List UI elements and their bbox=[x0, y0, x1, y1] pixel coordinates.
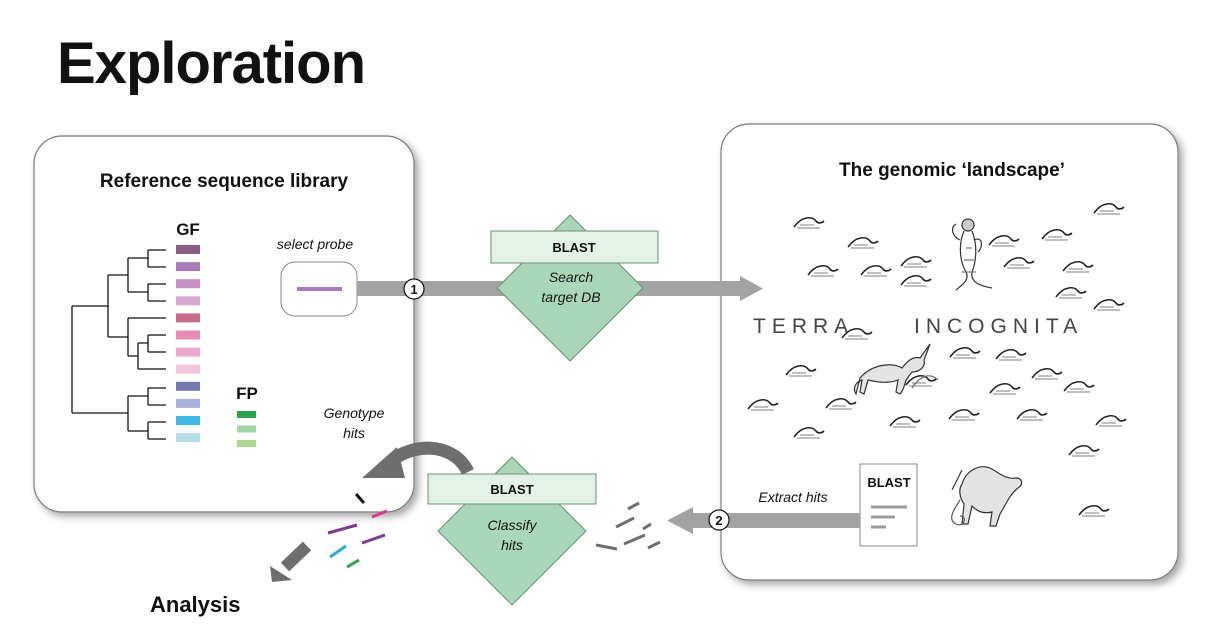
step-1-badge bbox=[403, 278, 425, 300]
gf-bar bbox=[176, 416, 200, 425]
sea-wave-icon bbox=[747, 399, 779, 411]
sea-wave-icon bbox=[1093, 203, 1125, 215]
reference-library-title: Reference sequence library bbox=[100, 171, 349, 192]
sea-wave-icon bbox=[1063, 381, 1095, 393]
step-1-number: 1 bbox=[410, 282, 417, 297]
sea-wave-icon bbox=[948, 409, 980, 421]
sea-wave-icon bbox=[1062, 261, 1094, 273]
blast-classify-label: BLAST bbox=[490, 482, 533, 497]
incognita-text: INCOGNITA bbox=[914, 315, 1083, 338]
wave-marks bbox=[747, 203, 1127, 517]
step-2-number: 2 bbox=[715, 513, 722, 528]
step-2-badge bbox=[708, 509, 730, 531]
gf-bar bbox=[176, 364, 200, 374]
sea-wave-icon bbox=[989, 383, 1021, 395]
sea-wave-icon bbox=[900, 275, 932, 287]
sea-wave-icon bbox=[988, 235, 1020, 247]
sea-wave-icon bbox=[847, 237, 879, 249]
gf-bar bbox=[176, 296, 200, 306]
classified-hits bbox=[327, 493, 388, 569]
gf-bar bbox=[176, 398, 200, 408]
genomic-landscape-title: The genomic ‘landscape’ bbox=[839, 160, 1065, 181]
gf-bar bbox=[176, 330, 200, 340]
gf-bar bbox=[176, 347, 200, 357]
search-target-db-label: Search bbox=[549, 269, 594, 285]
extract-hits-label: Extract hits bbox=[758, 489, 827, 505]
gf-bar bbox=[176, 433, 200, 443]
search-arrow-head bbox=[740, 276, 763, 301]
sea-wave-icon bbox=[807, 265, 839, 277]
search-target-db-label-2: target DB bbox=[541, 289, 600, 305]
gf-bar bbox=[176, 279, 200, 289]
terra-text: TERRA bbox=[753, 315, 854, 338]
fp-bar bbox=[237, 411, 256, 418]
griffin-figure-icon bbox=[951, 466, 1023, 527]
unicorn-figure-icon bbox=[853, 343, 939, 396]
sea-wave-icon bbox=[1093, 299, 1125, 311]
classify-hits-label-2: hits bbox=[501, 537, 523, 553]
analysis-arrow-shaft bbox=[280, 541, 312, 572]
sea-wave-icon bbox=[793, 217, 825, 229]
select-probe-label: select probe bbox=[277, 236, 353, 252]
fp-label: FP bbox=[236, 384, 258, 403]
raw-hit-fragments bbox=[595, 501, 661, 551]
mermaid-figure-icon bbox=[951, 218, 993, 291]
fp-bar bbox=[237, 440, 256, 447]
genotype-hits-label-2: hits bbox=[343, 425, 365, 441]
gf-bar bbox=[176, 262, 200, 272]
sea-wave-icon bbox=[1068, 445, 1100, 457]
blast-document bbox=[859, 463, 918, 547]
phylogenetic-tree bbox=[71, 249, 166, 440]
blast-classify-box bbox=[427, 473, 597, 505]
genotype-curved-arrow bbox=[388, 441, 474, 476]
sea-wave-icon bbox=[825, 398, 857, 410]
sea-wave-icon bbox=[900, 256, 932, 268]
sea-wave-icon bbox=[785, 365, 817, 377]
gf-color-bars bbox=[176, 245, 200, 443]
sea-wave-icon bbox=[995, 349, 1027, 361]
sea-wave-icon bbox=[1055, 287, 1087, 299]
sea-wave-icon bbox=[889, 416, 921, 428]
genotype-curved-arrow-head bbox=[362, 447, 405, 478]
sea-wave-icon bbox=[1016, 409, 1048, 421]
page-title: Exploration bbox=[57, 31, 366, 96]
classify-hits-label: Classify bbox=[487, 517, 537, 533]
analysis-label: Analysis bbox=[150, 592, 241, 617]
reference-library-panel bbox=[33, 135, 415, 513]
sea-wave-icon bbox=[1095, 415, 1127, 427]
gf-bar bbox=[176, 313, 200, 323]
sea-wave-icon bbox=[841, 328, 873, 340]
genomic-landscape-panel bbox=[720, 123, 1179, 581]
gf-bar bbox=[176, 381, 200, 391]
gf-bar bbox=[176, 245, 200, 254]
sea-wave-icon bbox=[1041, 229, 1073, 241]
sea-wave-icon bbox=[1031, 368, 1063, 380]
sea-wave-icon bbox=[949, 347, 981, 359]
fp-bar bbox=[237, 425, 256, 433]
extract-arrow-shaft bbox=[690, 513, 860, 528]
fp-color-bars bbox=[237, 411, 256, 447]
sea-wave-icon bbox=[860, 265, 892, 277]
genotype-hits-label: Genotype bbox=[324, 405, 385, 421]
analysis-arrow-head bbox=[270, 566, 292, 582]
sea-wave-icon bbox=[1003, 257, 1035, 269]
blast-document-label: BLAST bbox=[867, 475, 910, 490]
extract-arrow-head bbox=[667, 507, 693, 534]
blast-search-box bbox=[490, 230, 659, 264]
sea-wave-icon bbox=[793, 427, 825, 439]
gf-label: GF bbox=[176, 220, 200, 239]
sea-wave-icon bbox=[1078, 505, 1110, 517]
blast-search-label: BLAST bbox=[552, 240, 595, 255]
